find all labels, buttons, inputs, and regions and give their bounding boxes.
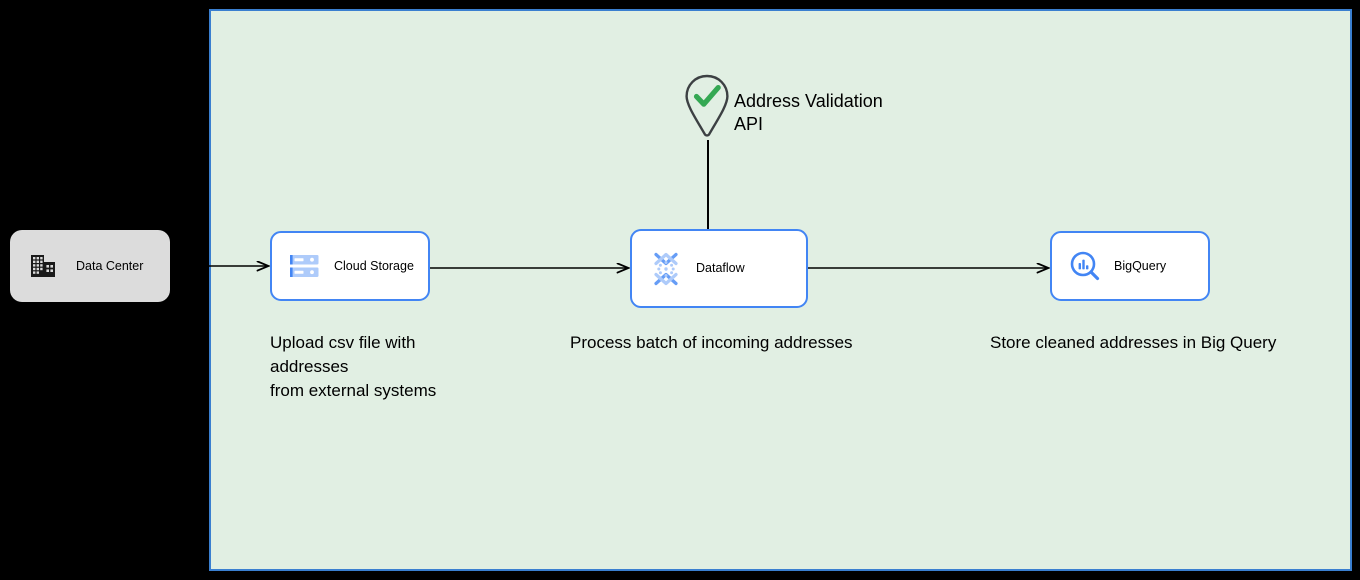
node-data-center[interactable]: Data Center	[10, 230, 170, 302]
service-label: Address Validation API	[734, 91, 883, 134]
node-label: Dataflow	[696, 261, 745, 275]
caption-dataflow: Process batch of incoming addresses	[570, 333, 853, 352]
node-label: Data Center	[76, 258, 144, 273]
map-pin-check-icon	[684, 74, 730, 138]
caption-cloud-storage: Upload csv file with addresses from exte…	[270, 333, 437, 400]
cloud-storage-icon	[290, 253, 320, 279]
node-cloud-storage[interactable]: Cloud Storage	[270, 231, 430, 301]
dataflow-icon	[650, 252, 682, 286]
node-dataflow[interactable]: Dataflow	[630, 229, 808, 308]
node-label: BigQuery	[1114, 258, 1167, 273]
data-center-building-icon	[30, 254, 56, 278]
service-address-validation-api[interactable]: Address Validation API	[684, 74, 883, 138]
bigquery-icon	[1070, 251, 1100, 281]
node-bigquery[interactable]: BigQuery	[1050, 231, 1210, 301]
node-label: Cloud Storage	[334, 258, 414, 273]
caption-bigquery: Store cleaned addresses in Big Query	[990, 333, 1277, 352]
